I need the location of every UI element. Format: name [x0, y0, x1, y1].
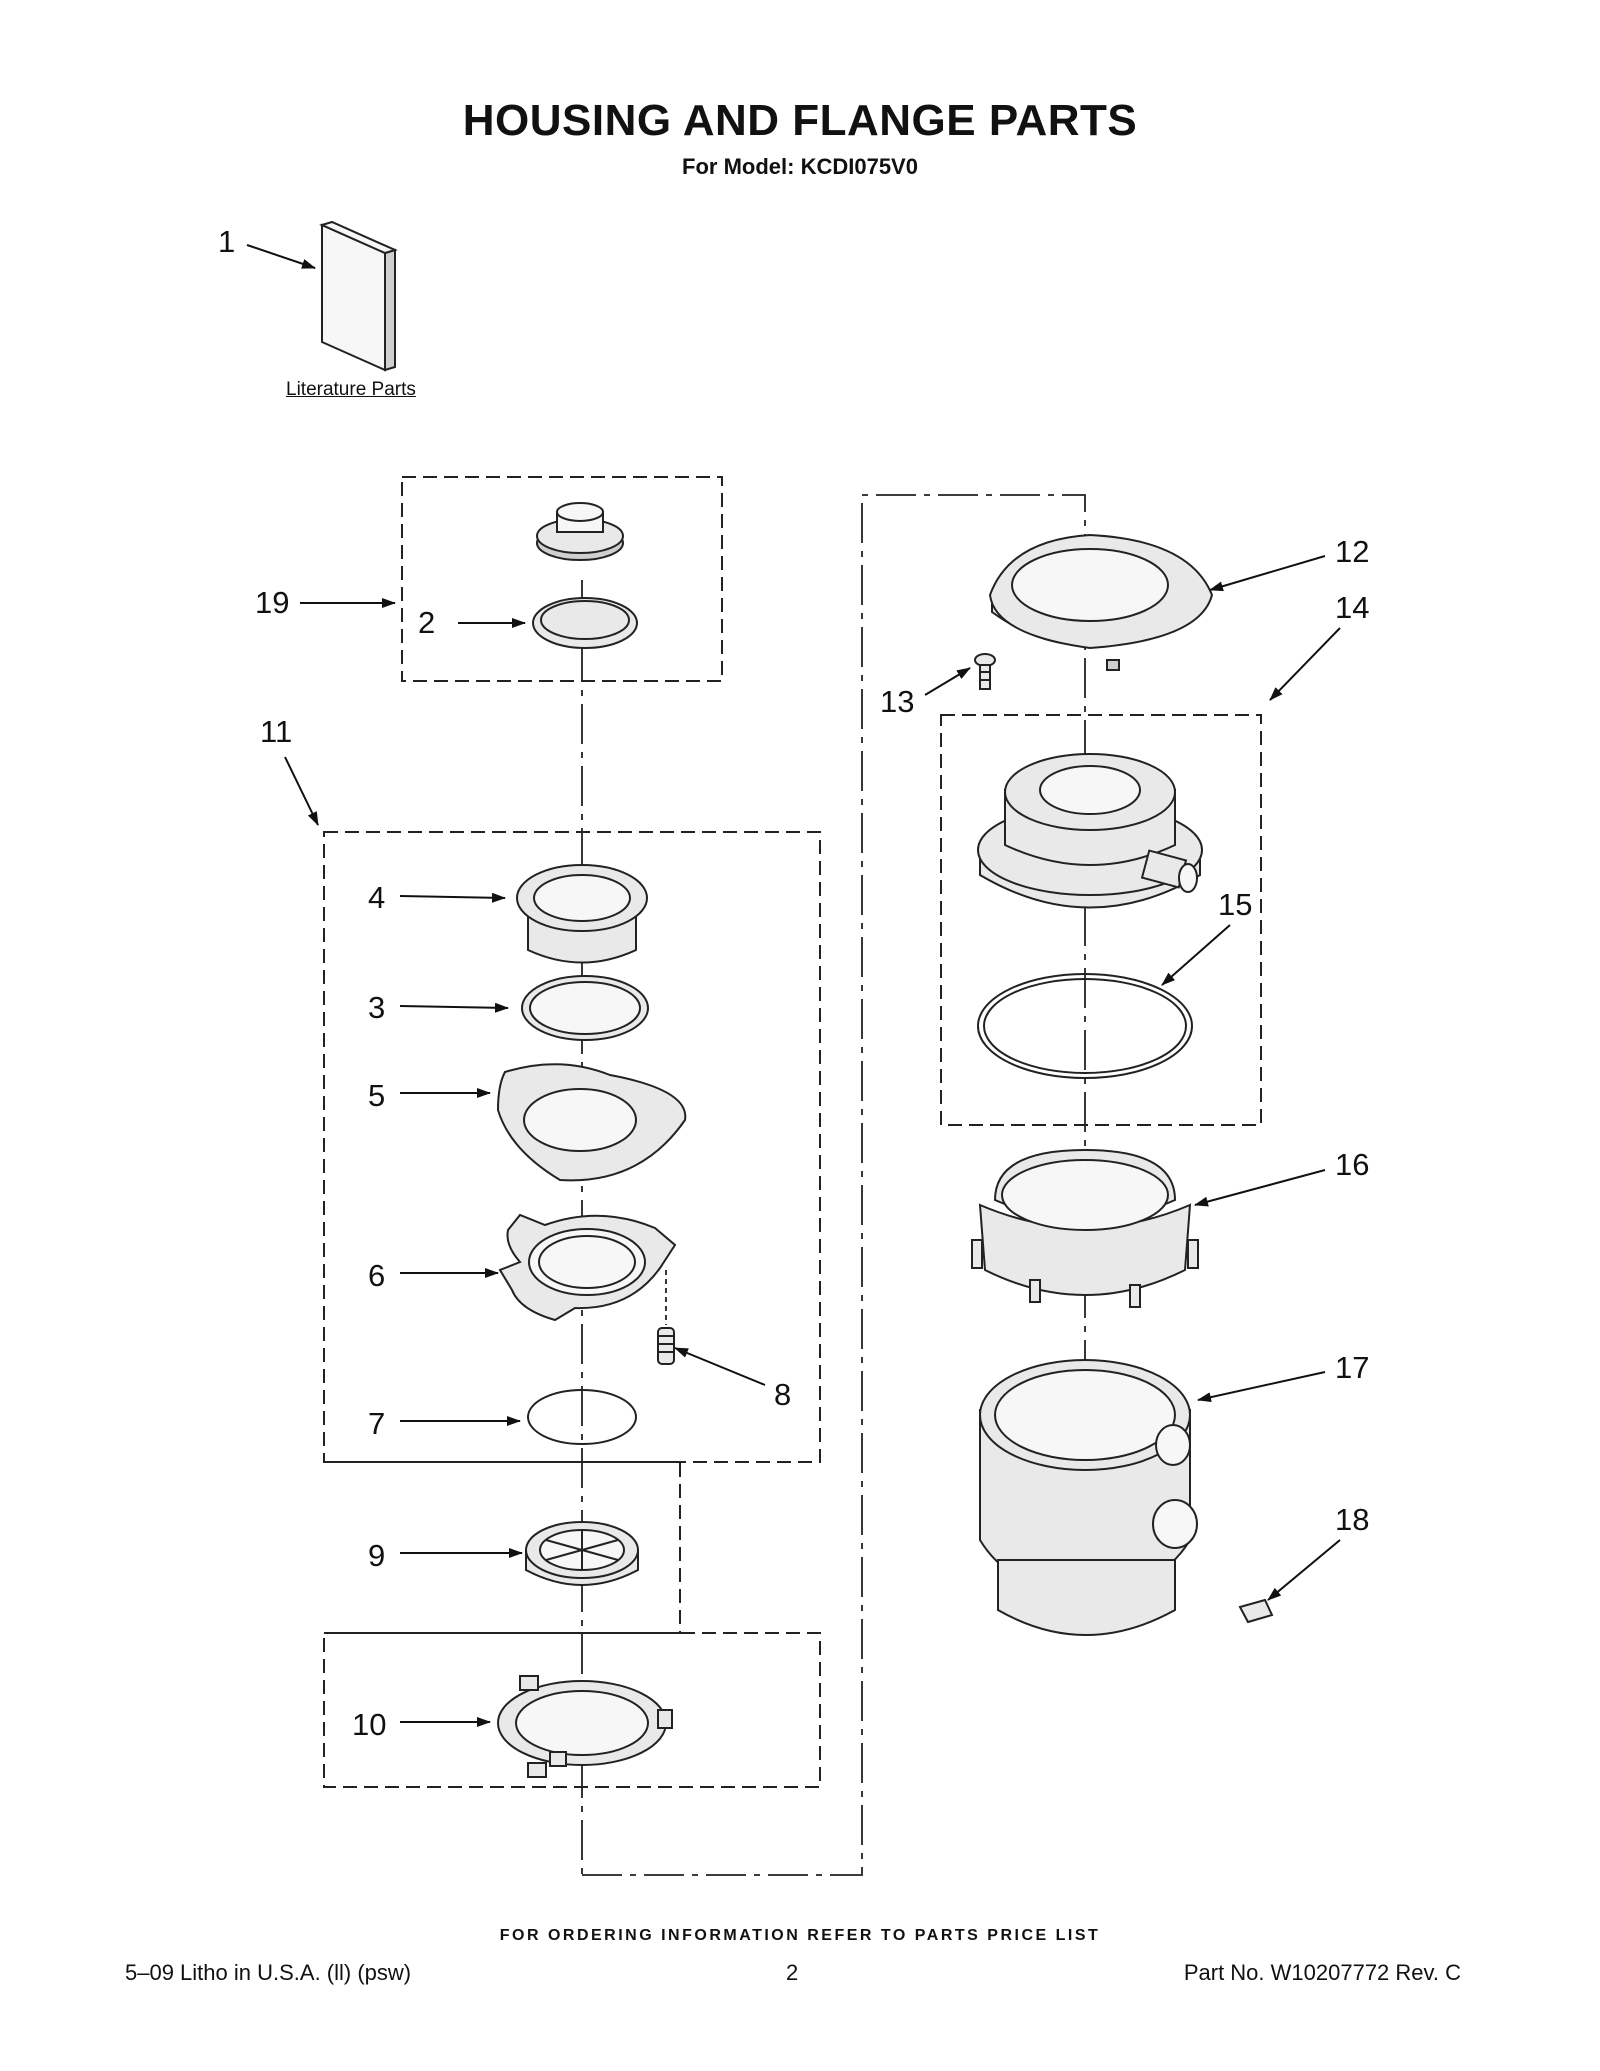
literature-parts-label: Literature Parts [286, 379, 416, 400]
backup-flange-part [496, 1063, 687, 1182]
wire-clip-part [1238, 1598, 1274, 1624]
upper-housing-part [977, 753, 1203, 909]
ordering-note: FOR ORDERING INFORMATION REFER TO PARTS … [499, 1927, 1101, 1944]
group-box-14 [940, 714, 1262, 1126]
page-title: HOUSING AND FLANGE PARTS [462, 96, 1138, 145]
part-number: Part No. W10207772 Rev. C [1183, 1960, 1461, 1985]
literature-parts-booklet [319, 220, 398, 372]
callout-5: 5 [368, 1078, 385, 1113]
callout-10: 10 [352, 1707, 386, 1742]
group-box-19 [401, 476, 723, 682]
callout-4: 4 [368, 880, 385, 915]
callout-18: 18 [1335, 1502, 1369, 1537]
callout-7: 7 [368, 1406, 385, 1441]
callout-15: 15 [1218, 887, 1252, 922]
group-box-10 [323, 1632, 821, 1788]
page-number: 2 [786, 1960, 799, 1985]
callout-13: 13 [880, 684, 914, 719]
group-box-11 [323, 831, 821, 1463]
housing-gasket-part [977, 973, 1193, 1079]
callout-9: 9 [368, 1538, 385, 1573]
top-cover-part [988, 533, 1214, 671]
mounting-screw-part [657, 1270, 675, 1365]
model-subtitle: For Model: KCDI075V0 [682, 154, 918, 179]
cushion-mount-ring-part [497, 1675, 673, 1778]
cover-screw-part [974, 653, 996, 690]
callout-12: 12 [1335, 534, 1369, 569]
callout-2: 2 [418, 605, 435, 640]
litho-info: 5–09 Litho in U.S.A. (ll) (psw) [125, 1960, 412, 1985]
snap-ring-part [527, 1389, 637, 1445]
stopper-gasket-part [532, 597, 638, 649]
mounting-ring-part [498, 1213, 677, 1322]
fiber-gasket-part [521, 975, 649, 1041]
callout-14: 14 [1335, 590, 1369, 625]
callout-19: 19 [255, 585, 289, 620]
callout-17: 17 [1335, 1350, 1369, 1385]
splash-guard-part [525, 1521, 639, 1586]
stopper-part [536, 502, 624, 561]
callout-3: 3 [368, 990, 385, 1025]
callout-11: 11 [260, 714, 292, 749]
callout-1: 1 [218, 224, 235, 259]
sink-flange-part [516, 864, 648, 964]
callout-16: 16 [1335, 1147, 1369, 1182]
lower-housing-part [979, 1359, 1198, 1636]
callout-8: 8 [774, 1377, 791, 1412]
callout-6: 6 [368, 1258, 385, 1293]
baffle-ring-part [971, 1148, 1199, 1308]
